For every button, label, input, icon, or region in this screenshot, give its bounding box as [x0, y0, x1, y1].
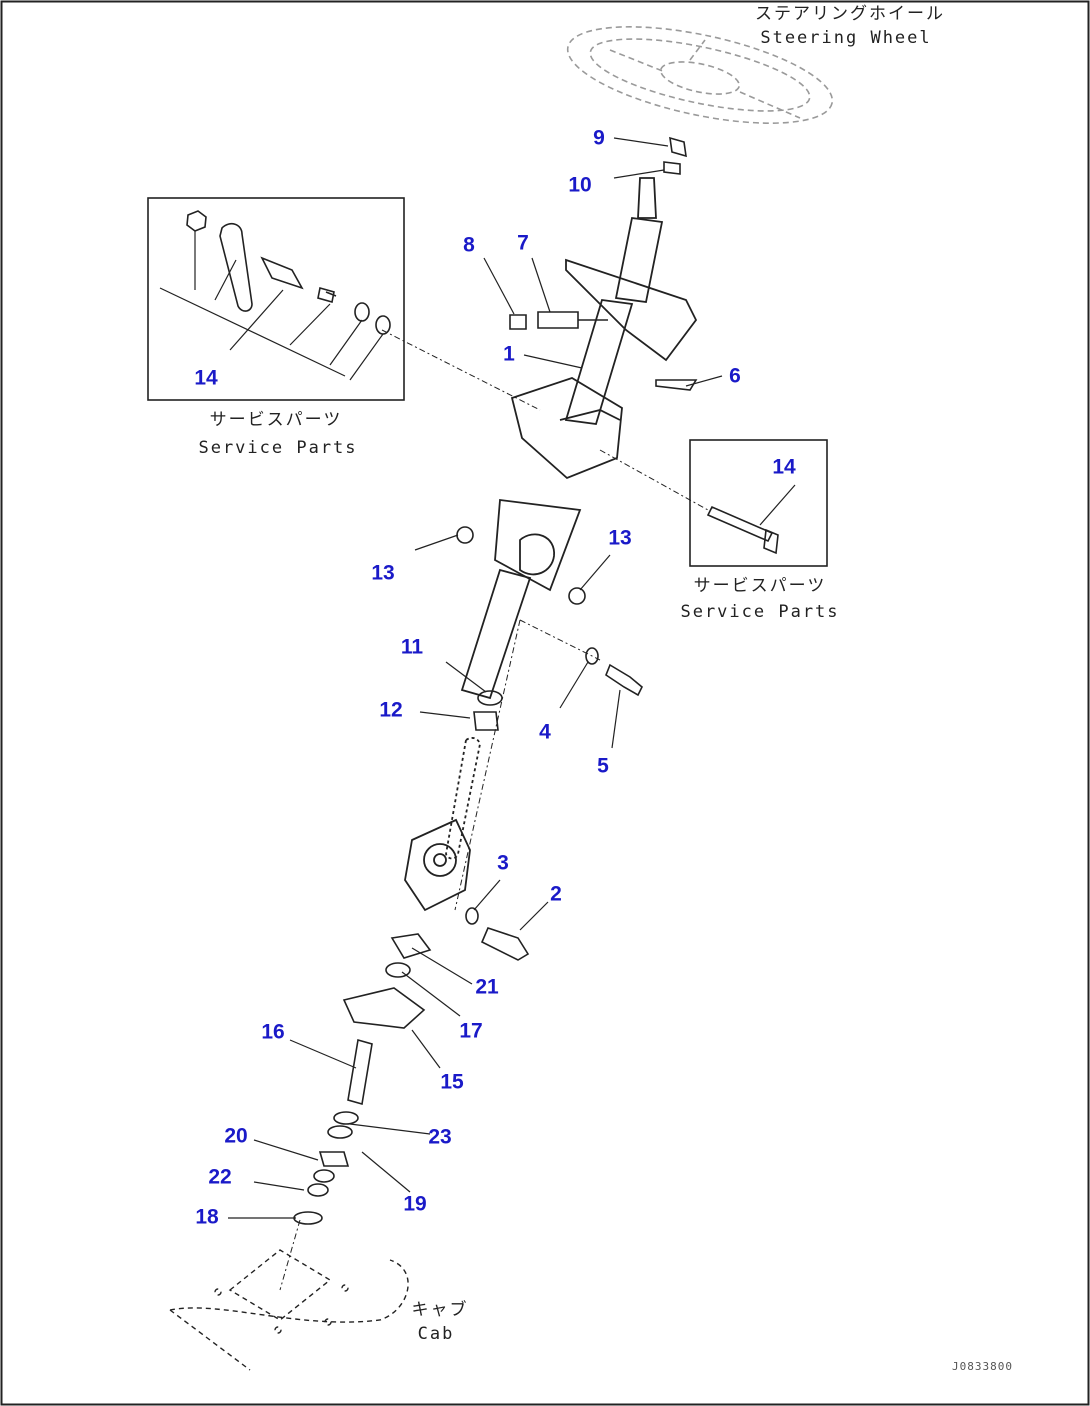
caption-cab-jp: キャブ — [411, 1300, 469, 1320]
service-parts-left-items — [159, 210, 391, 381]
callout-19: 19 — [403, 1192, 427, 1216]
lower-parts — [293, 136, 698, 1225]
caption-service-parts-right-jp: サービスパーツ — [693, 576, 827, 596]
callout-16: 16 — [261, 1020, 285, 1044]
service-parts-right-bolt — [706, 484, 796, 555]
callout-12: 12 — [379, 698, 403, 722]
callout-14-right: 14 — [772, 455, 796, 479]
callout-9: 9 — [593, 126, 605, 150]
steering-column — [404, 177, 698, 912]
callout-2: 2 — [550, 882, 562, 906]
caption-steering-wheel-jp: ステアリングホイール — [755, 4, 945, 24]
cab-ghost — [169, 1249, 409, 1371]
callout-7: 7 — [517, 231, 529, 255]
callout-13-left: 13 — [371, 561, 395, 585]
callout-22: 22 — [208, 1165, 232, 1189]
caption-steering-wheel-en: Steering Wheel — [760, 28, 932, 48]
callout-13-right: 13 — [608, 526, 632, 550]
caption-service-parts-left-en: Service Parts — [198, 438, 358, 458]
callout-6: 6 — [729, 364, 741, 388]
callout-21: 21 — [475, 975, 499, 999]
callout-15: 15 — [440, 1070, 464, 1094]
callout-1: 1 — [503, 342, 515, 366]
center-lines — [279, 329, 709, 1291]
service-parts-box-right — [689, 439, 828, 567]
service-parts-box-left — [147, 197, 405, 401]
callout-20: 20 — [224, 1124, 248, 1148]
callout-18: 18 — [195, 1205, 219, 1229]
callout-8: 8 — [463, 233, 475, 257]
drawing-code: J0833800 — [952, 1360, 1013, 1373]
callout-11: 11 — [400, 635, 424, 659]
callout-23: 23 — [428, 1125, 452, 1149]
caption-service-parts-left-jp: サービスパーツ — [209, 410, 343, 430]
callout-14-left: 14 — [194, 366, 218, 390]
caption-service-parts-right-en: Service Parts — [680, 602, 840, 622]
callout-3: 3 — [497, 851, 509, 875]
callout-5: 5 — [597, 754, 609, 778]
leader-lines — [228, 137, 723, 1219]
steering-wheel-ghost — [566, 26, 834, 124]
callout-4: 4 — [539, 720, 551, 744]
callout-17: 17 — [459, 1019, 483, 1043]
callout-10: 10 — [568, 173, 592, 197]
caption-cab-en: Cab — [417, 1324, 455, 1344]
